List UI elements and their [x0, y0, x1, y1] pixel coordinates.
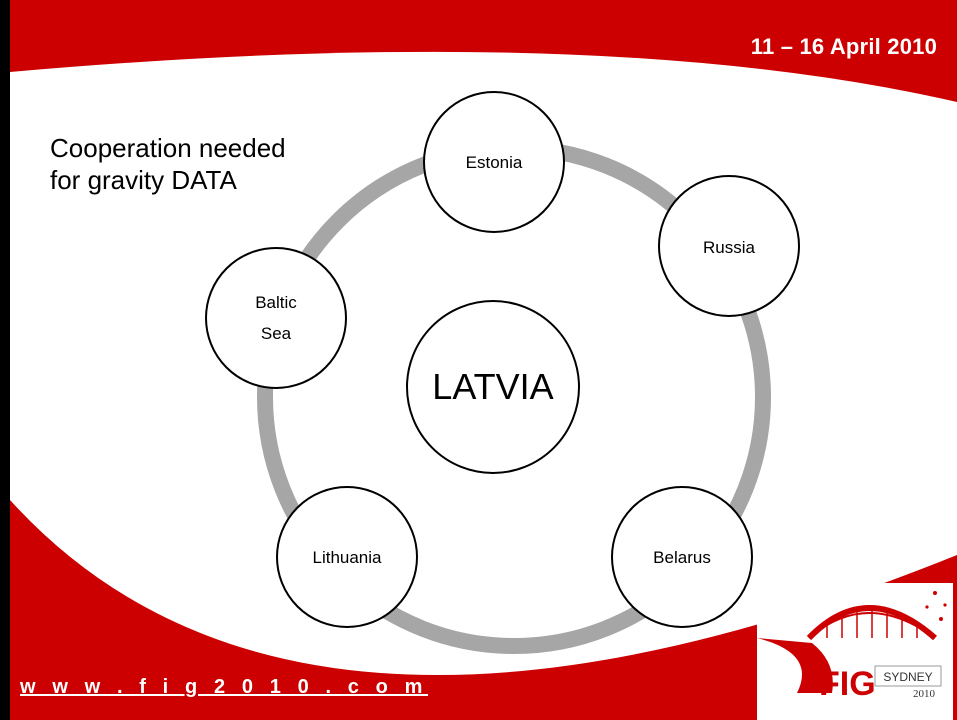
- center-node-label: LATVIA: [432, 366, 553, 407]
- node-estonia-label: Estonia: [466, 153, 523, 172]
- node-baltic-sea-label-line-1: Baltic: [255, 293, 297, 312]
- fig-sydney-logo: FIG SYDNEY 2010: [757, 583, 953, 720]
- opera-house-sails-icon: [757, 638, 833, 693]
- slide-title: Cooperation needed for gravity DATA: [50, 132, 286, 196]
- node-baltic-sea: Baltic Sea: [205, 247, 347, 389]
- node-russia: Russia: [658, 175, 800, 317]
- fig-logo-graphic: FIG SYDNEY 2010: [757, 591, 947, 703]
- center-node-circle: [406, 300, 580, 474]
- node-russia-label: Russia: [703, 238, 756, 257]
- node-estonia: Estonia: [423, 91, 565, 233]
- node-lithuania: Lithuania: [276, 486, 418, 628]
- node-belarus-label: Belarus: [653, 548, 711, 567]
- node-baltic-sea-label-line-2: Sea: [261, 324, 292, 343]
- website-link[interactable]: w w w . f i g 2 0 1 0 . c o m: [20, 676, 429, 698]
- title-line-2: for gravity DATA: [50, 165, 237, 195]
- event-date: 11 – 16 April 2010: [750, 34, 937, 59]
- node-lithuania-label: Lithuania: [312, 548, 382, 567]
- logo-year-text: 2010: [913, 688, 936, 700]
- logo-sydney-text: SYDNEY: [883, 670, 932, 684]
- stars-icon: [925, 591, 947, 621]
- bridge-arch-icon: [806, 605, 937, 641]
- node-belarus: Belarus: [611, 486, 753, 628]
- title-line-1: Cooperation needed: [50, 133, 286, 163]
- logo-fig-text: FIG: [819, 665, 876, 703]
